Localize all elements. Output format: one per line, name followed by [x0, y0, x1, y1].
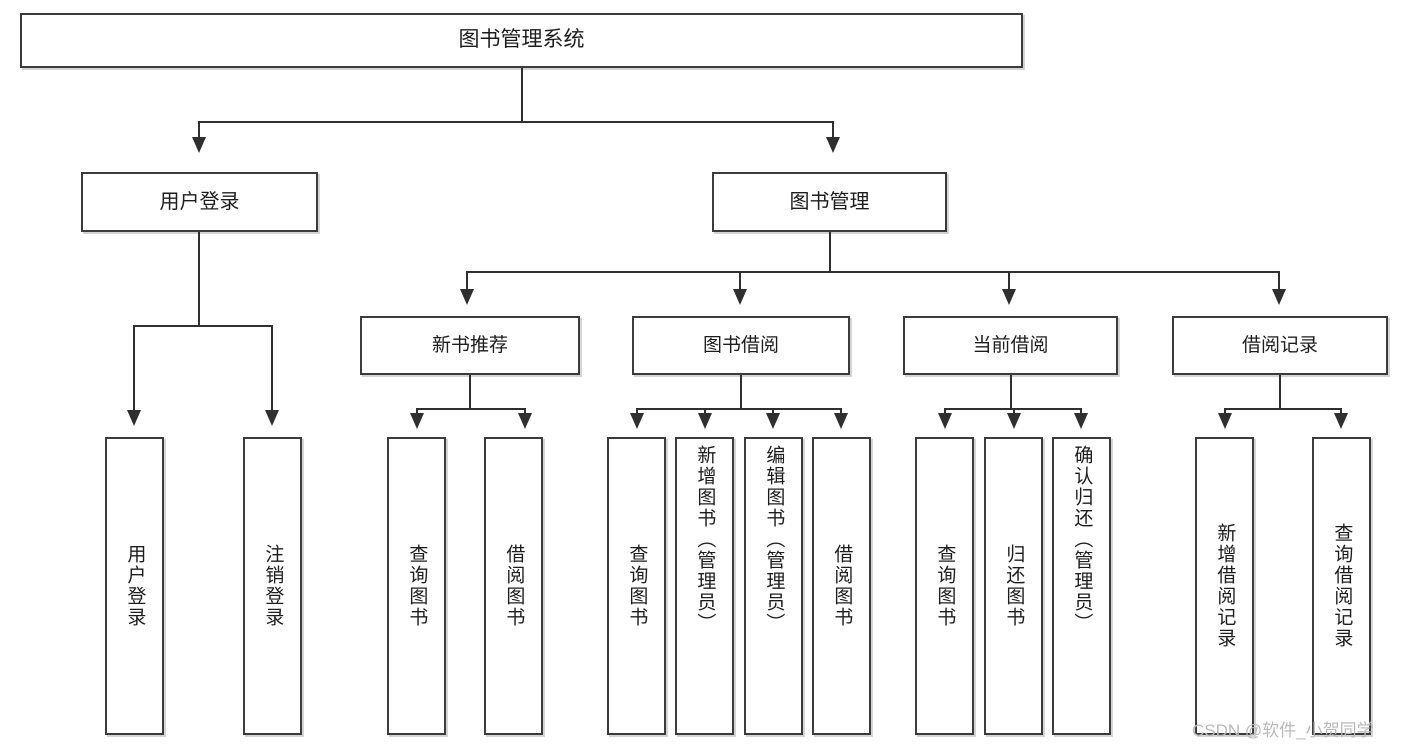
connector-lvl3-drop-2 — [739, 271, 741, 290]
node-label: 借阅图书 — [831, 544, 853, 628]
node-label: 用户登录 — [124, 544, 146, 628]
connector-new-book-stem — [469, 375, 471, 410]
connector-root-stem — [521, 68, 523, 122]
arrow-to-new-book-recommend — [460, 289, 474, 305]
connector-user-login-stem — [198, 232, 200, 326]
leaf-add-book[interactable]: 新增图书（管理员） — [675, 437, 734, 735]
node-current-borrow[interactable]: 当前借阅 — [903, 316, 1118, 375]
connector-new-book-drop-1 — [416, 408, 418, 414]
node-label: 归还图书 — [1003, 544, 1025, 628]
node-label: 查询图书 — [934, 544, 956, 628]
arrow-to-book-management — [826, 137, 840, 153]
connector-lvl3-drop-3 — [1008, 271, 1010, 290]
node-label: 查询图书 — [406, 544, 428, 628]
connector-current-borrow-drop-1 — [944, 408, 946, 414]
arrow-to-add-borrow-record — [1218, 413, 1232, 429]
arrow-to-book-borrow — [733, 289, 747, 305]
node-label: 图书管理系统 — [458, 28, 585, 52]
node-label: 图书借阅 — [702, 334, 779, 356]
arrow-to-borrow-book-1 — [518, 413, 532, 429]
arrow-to-logout-leaf — [265, 410, 279, 426]
arrow-to-user-login — [192, 137, 206, 153]
leaf-query-book-3[interactable]: 查询图书 — [915, 437, 974, 735]
node-label: 借阅记录 — [1241, 334, 1318, 356]
connector-book-borrow-drop-4 — [840, 408, 842, 414]
connector-root-right-drop — [832, 121, 834, 139]
node-label: 编辑图书（管理员） — [763, 445, 785, 634]
leaf-query-book-1[interactable]: 查询图书 — [387, 437, 446, 735]
node-label: 当前借阅 — [972, 334, 1049, 356]
connector-user-login-left-drop — [133, 325, 135, 411]
connector-borrow-record-stem — [1279, 375, 1281, 410]
watermark-text: CSDN @软件_小贺同学 — [1192, 721, 1374, 740]
connector-book-borrow-drop-3 — [772, 408, 774, 414]
connector-current-borrow-stem — [1010, 375, 1012, 410]
leaf-logout[interactable]: 注销登录 — [243, 437, 302, 735]
connector-book-management-bus — [466, 271, 1280, 273]
node-label: 注销登录 — [262, 544, 284, 628]
connector-root-bus — [198, 121, 834, 123]
node-label: 借阅图书 — [503, 544, 525, 628]
arrow-to-edit-book — [766, 413, 780, 429]
node-new-book-recommend[interactable]: 新书推荐 — [360, 316, 580, 375]
connector-new-book-bus — [416, 408, 526, 410]
node-book-management[interactable]: 图书管理 — [712, 172, 947, 232]
arrow-to-query-book-2 — [630, 413, 644, 429]
leaf-return-book[interactable]: 归还图书 — [984, 437, 1043, 735]
arrow-to-current-borrow — [1002, 289, 1016, 305]
leaf-borrow-book-2[interactable]: 借阅图书 — [812, 437, 871, 735]
arrow-to-query-book-3 — [938, 413, 952, 429]
node-user-login[interactable]: 用户登录 — [81, 172, 318, 232]
arrow-to-borrow-book-2 — [834, 413, 848, 429]
connector-book-management-stem — [829, 232, 831, 272]
connector-user-login-right-drop — [271, 325, 273, 411]
leaf-edit-book[interactable]: 编辑图书（管理员） — [744, 437, 803, 735]
node-root-library-system[interactable]: 图书管理系统 — [20, 13, 1023, 68]
node-label: 用户登录 — [159, 190, 240, 213]
node-book-borrow[interactable]: 图书借阅 — [632, 316, 850, 375]
connector-lvl3-drop-1 — [466, 271, 468, 290]
connector-root-left-drop — [198, 121, 200, 139]
connector-book-borrow-drop-2 — [704, 408, 706, 414]
node-label: 图书管理 — [789, 190, 870, 213]
leaf-confirm-return[interactable]: 确认归还（管理员） — [1052, 437, 1111, 735]
leaf-add-borrow-record[interactable]: 新增借阅记录 — [1195, 437, 1254, 735]
connector-book-borrow-stem — [740, 375, 742, 410]
connector-new-book-drop-2 — [524, 408, 526, 414]
connector-user-login-bus — [133, 325, 273, 327]
node-label: 查询图书 — [626, 544, 648, 628]
arrow-to-confirm-return — [1074, 413, 1088, 429]
connector-current-borrow-drop-3 — [1080, 408, 1082, 414]
connector-book-borrow-bus — [636, 408, 842, 410]
arrow-to-user-login-leaf — [127, 410, 141, 426]
connector-borrow-record-drop-2 — [1340, 408, 1342, 414]
leaf-borrow-book-1[interactable]: 借阅图书 — [484, 437, 543, 735]
connector-borrow-record-bus — [1224, 408, 1342, 410]
node-label: 新增借阅记录 — [1214, 523, 1236, 649]
node-label: 确认归还（管理员） — [1071, 445, 1093, 634]
leaf-user-login[interactable]: 用户登录 — [105, 437, 164, 735]
connector-borrow-record-drop-1 — [1224, 408, 1226, 414]
connector-current-borrow-drop-2 — [1013, 408, 1015, 414]
node-label: 查询借阅记录 — [1331, 523, 1353, 649]
connector-book-borrow-drop-1 — [636, 408, 638, 414]
arrow-to-add-book — [698, 413, 712, 429]
arrow-to-query-book-1 — [410, 413, 424, 429]
leaf-query-book-2[interactable]: 查询图书 — [607, 437, 666, 735]
node-label: 新增图书（管理员） — [694, 445, 716, 634]
node-label: 新书推荐 — [431, 334, 508, 356]
leaf-query-borrow-record[interactable]: 查询借阅记录 — [1312, 437, 1371, 735]
node-borrow-record[interactable]: 借阅记录 — [1172, 316, 1388, 375]
arrow-to-borrow-record — [1272, 289, 1286, 305]
arrow-to-query-borrow-record — [1334, 413, 1348, 429]
connector-lvl3-drop-4 — [1278, 271, 1280, 290]
arrow-to-return-book — [1007, 413, 1021, 429]
